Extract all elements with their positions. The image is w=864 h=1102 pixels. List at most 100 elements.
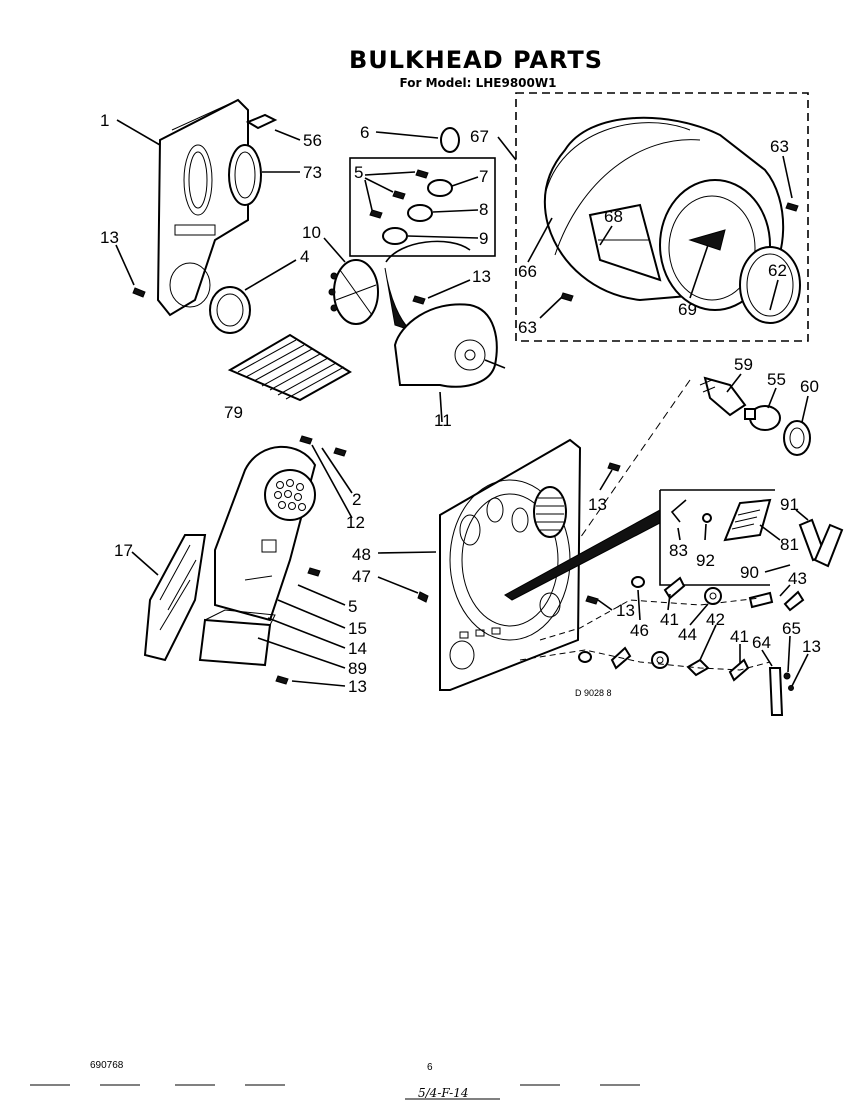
label-89: 89: [348, 659, 367, 678]
arrow-curve: [385, 240, 471, 263]
leader-43: [779, 584, 791, 597]
filter-spring-part-83: [670, 499, 687, 523]
leader-46: [637, 589, 641, 621]
leader-64: [761, 649, 773, 667]
label-41a: 41: [660, 610, 679, 629]
leader-12: [311, 444, 353, 519]
cord-part-64: [768, 667, 784, 716]
leader-13f: [791, 653, 809, 687]
leader-63b: [539, 296, 563, 319]
page-title: BULKHEAD PARTS: [349, 46, 603, 74]
label-55: 55: [767, 370, 786, 389]
label-8: 8: [479, 200, 488, 219]
leader-92: [704, 523, 707, 541]
leader-90: [764, 564, 791, 573]
leader-4: [244, 259, 297, 291]
gasket-part-73: [228, 144, 262, 206]
arrow-belt: [384, 267, 411, 331]
leader-89: [257, 637, 346, 669]
label-56: 56: [303, 131, 322, 150]
label-15: 15: [348, 619, 367, 638]
screw-part-5b: [307, 567, 321, 577]
label-91: 91: [780, 495, 799, 514]
page-number: 6: [427, 1062, 433, 1073]
thermostat-parts-44: [651, 587, 722, 669]
label-42: 42: [706, 610, 725, 629]
label-13e: 13: [616, 601, 635, 620]
screw-part-13-c: [275, 675, 289, 685]
washer-parts-46: [578, 576, 645, 663]
leader-17: [131, 551, 159, 576]
screw-part-13-e: [585, 595, 599, 605]
dashed-wiring-2: [519, 649, 771, 671]
label-59: 59: [734, 355, 753, 374]
leader-44: [689, 603, 709, 626]
leader-68: [599, 225, 613, 246]
label-46: 46: [630, 621, 649, 640]
nut-part-47: [417, 591, 429, 603]
leader-13b: [427, 279, 471, 299]
label-63a: 63: [770, 137, 789, 156]
dashed-lamp-line: [529, 379, 691, 611]
leader-59: [726, 373, 742, 393]
leader-7: [451, 176, 479, 187]
bearing-kit-box: [349, 157, 496, 257]
cap-part-6: [440, 127, 460, 153]
lamp-lens-part-60: [783, 420, 811, 456]
label-13f: 13: [802, 637, 821, 656]
label-60: 60: [800, 377, 819, 396]
tab-part-56: [245, 113, 278, 130]
screw-part-13-a: [132, 287, 146, 298]
screw-part-63-a: [785, 202, 799, 212]
clip-part-65: [783, 672, 794, 691]
screw-part-63-b: [560, 292, 574, 302]
label-83: 83: [669, 541, 688, 560]
leader-60: [801, 395, 809, 423]
label-67: 67: [470, 127, 489, 146]
bracket-part-17: [143, 534, 207, 662]
drawing-code: D 9028 8: [575, 688, 612, 698]
leader-5b: [297, 584, 346, 606]
leader-67: [497, 136, 517, 161]
seal-part-62: [739, 246, 801, 324]
bearing-kit-parts: [369, 169, 453, 245]
leader-9: [407, 235, 479, 239]
screw-part-2: [333, 447, 347, 457]
label-90: 90: [740, 563, 759, 582]
leader-91: [795, 509, 809, 521]
bulkhead-panel-part-48: [439, 438, 582, 691]
label-14: 14: [348, 639, 367, 658]
ring-part-4: [209, 286, 251, 334]
leader-41a: [667, 593, 671, 611]
label-43: 43: [788, 569, 807, 588]
leader-42: [699, 624, 717, 661]
label-73: 73: [303, 163, 322, 182]
leader-1: [116, 119, 161, 146]
label-6: 6: [360, 123, 369, 142]
leader-13e: [597, 599, 613, 611]
label-41b: 41: [730, 627, 749, 646]
heater-part-79: [227, 333, 352, 402]
leader-63a: [782, 155, 793, 199]
leader-15: [277, 599, 346, 629]
label-13b: 13: [472, 267, 491, 286]
label-92: 92: [696, 551, 715, 570]
leader-10: [323, 237, 346, 263]
leader-47: [377, 576, 419, 594]
leader-65: [787, 635, 791, 673]
label-62: 62: [768, 261, 787, 280]
label-7: 7: [479, 167, 488, 186]
label-65: 65: [782, 619, 801, 638]
label-2: 2: [352, 490, 361, 509]
lamp-socket-part-59: [699, 376, 747, 417]
leader-8: [432, 209, 479, 213]
filter-inset-frame: [659, 490, 770, 586]
label-69: 69: [678, 300, 697, 319]
handwritten-note: 5/4-F-14: [418, 1086, 468, 1100]
label-81: 81: [780, 535, 799, 554]
label-17: 17: [114, 541, 133, 560]
label-4: 4: [300, 247, 309, 266]
screw-part-13-d: [607, 462, 621, 472]
label-13d: 13: [588, 495, 607, 514]
